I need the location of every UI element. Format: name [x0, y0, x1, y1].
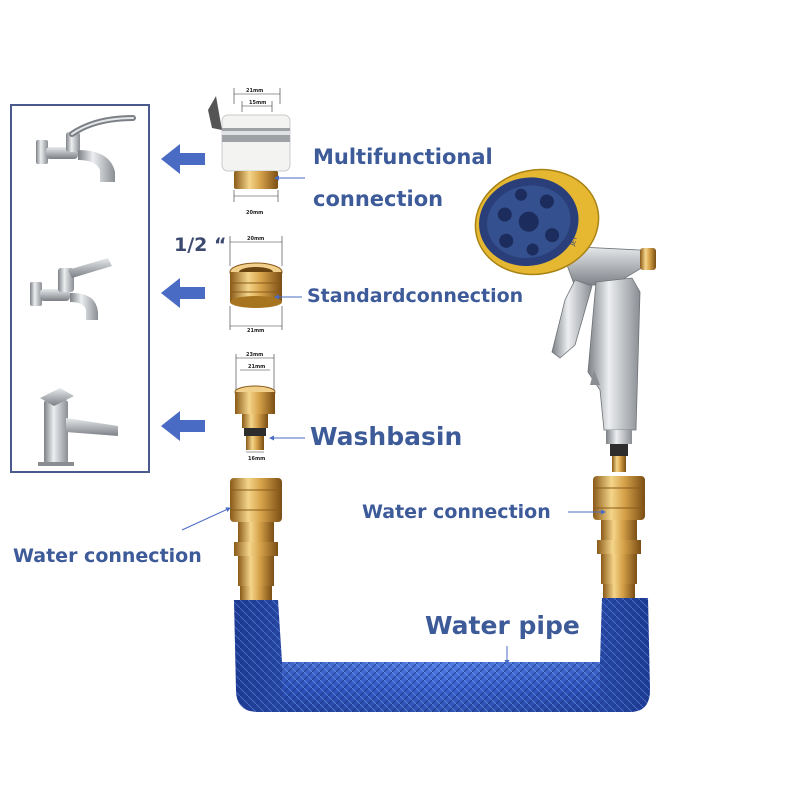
dim-std-bottom: 21mm [247, 328, 265, 334]
label-multifunctional-line2: connection [313, 187, 444, 211]
dim-multi-top-outer: 21mm [246, 88, 264, 94]
dim-std-top: 20mm [247, 236, 265, 242]
multifunctional-connector-image [208, 88, 291, 202]
spray-gun-image: JET [474, 168, 656, 472]
right-brass-fitting [593, 476, 645, 598]
left-brass-fitting [230, 478, 282, 600]
faucet-wall-icon [36, 115, 136, 182]
label-washbasin: Washbasin [310, 422, 463, 451]
standard-connector-image [229, 236, 283, 330]
washbasin-connector-image [234, 354, 276, 453]
faucet-basin-icon [38, 388, 118, 466]
left-arrow-icon [161, 144, 205, 174]
dim-wash-top-outer: 23mm [246, 352, 264, 358]
label-water-pipe: Water pipe [425, 611, 580, 640]
water-pipe-hose [234, 598, 650, 712]
faucet-frame [10, 104, 150, 473]
label-multifunctional-line1: Multifunctional [313, 145, 493, 169]
left-arrow-icon [161, 411, 205, 441]
dim-wash-bottom: 16mm [248, 456, 266, 462]
pointer-line-water-left [181, 507, 231, 531]
label-standard-connection: Standardconnection [307, 285, 524, 307]
label-water-connection-left: Water connection [13, 545, 202, 567]
label-half-inch: 1/2 “ [174, 234, 227, 256]
dim-wash-top-inner: 21mm [248, 364, 266, 370]
dim-multi-bottom: 20mm [246, 210, 264, 216]
faucet-tap-icon [30, 258, 112, 320]
dim-multi-top-inner: 15mm [249, 100, 267, 106]
label-water-connection-right: Water connection [362, 501, 551, 523]
nozzle-jet-text: JET [569, 235, 579, 247]
left-arrow-icon [161, 278, 205, 308]
